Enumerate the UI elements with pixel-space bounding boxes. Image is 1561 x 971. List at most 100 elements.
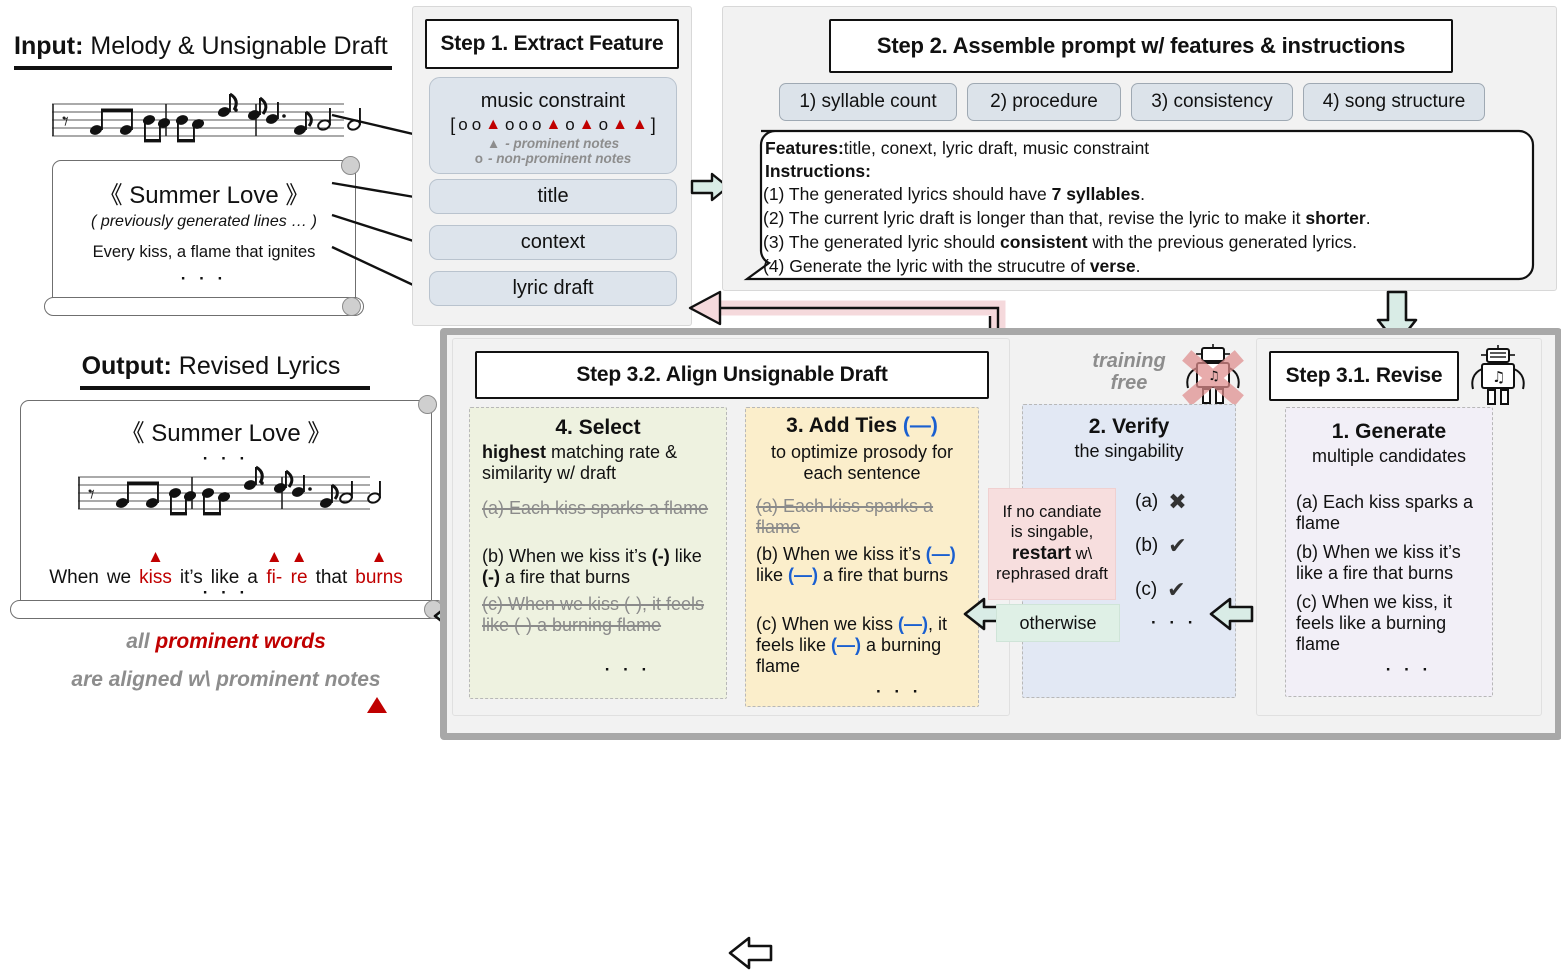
verify-ellipsis: · · · xyxy=(1151,613,1198,632)
prominent-note-marker: ▲ xyxy=(290,547,308,566)
ties-item-b-text: (b) When we kiss it’s (—) like (—) a fir… xyxy=(756,544,956,586)
caption-prominent-note-marker xyxy=(366,696,388,714)
output-ellipsis-bottom: · · · xyxy=(202,583,250,602)
caption-all: all xyxy=(126,630,156,653)
svg-text:♫: ♫ xyxy=(1492,368,1505,386)
seq-nonprominent-icon: o xyxy=(598,115,609,134)
ties-heading: 3. Add Ties (—) xyxy=(746,414,978,438)
legend-nonprominent-text: - non-prominent notes xyxy=(488,150,632,166)
lyric-word-text: burns xyxy=(355,567,403,588)
seq-open-bracket: [ xyxy=(450,114,456,135)
seq-nonprominent-icon: o xyxy=(471,115,482,134)
prompt-instruction-3: (3) The generated lyric should consisten… xyxy=(763,232,1357,253)
ins2-pre: (2) The current lyric draft is longer th… xyxy=(763,208,1306,228)
generate-sub: multiple candidates xyxy=(1311,446,1467,466)
lyric-word: ▲kiss xyxy=(139,547,172,589)
svg-text:𝄾: 𝄾 xyxy=(62,107,69,137)
lyric-word: a xyxy=(247,547,258,589)
prompt-features-label: Features: xyxy=(765,138,844,158)
verify-section: training free ♫ 2. Verify the singabilit… xyxy=(988,338,1248,714)
tag-song-structure[interactable]: 4) song structure xyxy=(1303,83,1485,121)
select-item-c: (c) When we kiss (-), it feels like (-) … xyxy=(482,594,705,636)
prompt-instruction-4: (4) Generate the lyric with the strucutr… xyxy=(763,256,1140,277)
step32-panel: Step 3.2. Align Unsignable Draft 4. Sele… xyxy=(452,338,1010,970)
seq-nonprominent-icon: o xyxy=(531,115,542,134)
verify-result-row: (b)✔ xyxy=(1135,533,1225,559)
input-card-foot xyxy=(44,297,364,316)
robot-icon: ♫ xyxy=(1467,345,1529,407)
otherwise-label: otherwise xyxy=(1019,612,1097,633)
output-caption-line1: all prominent words xyxy=(6,630,446,654)
ins1-post: . xyxy=(1140,184,1146,204)
lyric-word-text: fi- xyxy=(266,567,283,588)
ties-block: 3. Add Ties (—) to optimize prosody for … xyxy=(745,407,979,707)
ties-heading-text: 3. Add Ties xyxy=(786,414,898,437)
step1-panel: Step 1. Extract Feature music constraint… xyxy=(412,6,692,326)
ins2-bold: shorter xyxy=(1305,208,1366,228)
prompt-instruction-1: (1) The generated lyrics should have 7 s… xyxy=(763,184,1145,205)
verify-results-slot: (a)✖(b)✔(c)✔ xyxy=(1135,489,1225,621)
output-heading-bold: Output: xyxy=(81,352,172,380)
generate-item-c: (c) When we kiss, it feels like a burnin… xyxy=(1296,592,1453,655)
svg-text:♫: ♫ xyxy=(1208,369,1220,384)
prompt-features-value: title, conext, lyric draft, music constr… xyxy=(843,138,1150,158)
ties-item-c: (c) When we kiss (—), it feels like (—) … xyxy=(756,614,970,677)
input-section: Input: Melody & Unsignable Draft 𝄾 xyxy=(8,14,408,316)
prompt-instruction-2: (2) The current lyric draft is longer th… xyxy=(763,208,1371,229)
lyric-word: like xyxy=(211,547,240,589)
tag-consistency[interactable]: 3) consistency xyxy=(1131,83,1293,121)
step31-panel: Step 3.1. Revise ♫ 1. Generate multiple … xyxy=(1256,338,1542,716)
select-ellipsis: · · · xyxy=(604,660,652,679)
seq-prominent-icon: ▲ xyxy=(485,116,502,133)
select-sub-bold: highest xyxy=(482,442,547,462)
caption-prominent-words: prominent words xyxy=(155,630,326,653)
input-heading: Input: Melody & Unsignable Draft xyxy=(14,32,388,61)
tag-procedure-label: 2) procedure xyxy=(990,91,1098,112)
ties-item-a: (a) Each kiss sparks a flame xyxy=(756,496,934,538)
generate-item-a: (a) Each kiss sparks a flame xyxy=(1296,492,1474,534)
feature-chip-context[interactable]: context xyxy=(429,225,677,260)
ties-sub: to optimize prosody for each sentence xyxy=(770,442,954,484)
lyric-word: that xyxy=(316,547,348,589)
input-card-context: ( previously generated lines … ) xyxy=(91,213,317,230)
seq-nonprominent-icon: o xyxy=(505,115,515,134)
verify-result-label: (b) xyxy=(1135,535,1159,556)
output-card-knob xyxy=(418,395,437,414)
prompt-bubble: Features: title, conext, lyric draft, mu… xyxy=(743,129,1535,281)
lyric-word-text: it’s xyxy=(179,567,203,588)
ins4-post: . xyxy=(1135,256,1141,276)
prominent-note-marker: ▲ xyxy=(370,547,388,566)
ties-item-b: (b) When we kiss it’s (—) like (—) a fir… xyxy=(756,544,970,586)
tag-procedure[interactable]: 2) procedure xyxy=(967,83,1121,121)
otherwise-note: otherwise xyxy=(996,604,1120,642)
restart-note: If no candiate is singable, restart w\ r… xyxy=(988,488,1116,600)
ins4-bold: verse xyxy=(1089,256,1136,276)
generate-heading: 1. Generate xyxy=(1331,420,1447,443)
generate-ellipsis: · · · xyxy=(1385,660,1433,679)
tag-syllable-count[interactable]: 1) syllable count xyxy=(779,83,957,121)
legend-prominent-icon: ▲ xyxy=(486,135,501,151)
lyric-word: we xyxy=(107,547,131,589)
feature-chip-title-label: title xyxy=(537,185,569,207)
verify-result-label: (c) xyxy=(1135,579,1158,600)
restart-line1: If no candiate xyxy=(1002,502,1102,521)
lyric-word-text: we xyxy=(106,567,132,588)
verify-result-label: (a) xyxy=(1135,491,1159,512)
seq-prominent-icon: ▲ xyxy=(612,116,628,133)
output-ellipsis-top: · · · xyxy=(202,449,250,468)
restart-line4: rephrased draft xyxy=(996,565,1108,584)
feature-chip-lyric-draft[interactable]: lyric draft xyxy=(429,271,677,306)
training-free-line2: free xyxy=(1110,372,1148,394)
feature-chip-title[interactable]: title xyxy=(429,179,677,214)
seq-nonprominent-icon: o xyxy=(458,115,468,134)
step1-title: Step 1. Extract Feature xyxy=(425,19,679,69)
generate-item-b: (b) When we kiss it’s like a fire that b… xyxy=(1296,542,1461,584)
feature-chip-lyric-draft-label: lyric draft xyxy=(512,277,594,299)
legend-prominent-text: - prominent notes xyxy=(505,135,620,151)
ties-item-c-text: (c) When we kiss (—), it feels like (—) … xyxy=(756,614,948,677)
ins1-bold: 7 syllables xyxy=(1051,184,1141,204)
output-melody-staff: 𝄾 xyxy=(39,465,409,527)
